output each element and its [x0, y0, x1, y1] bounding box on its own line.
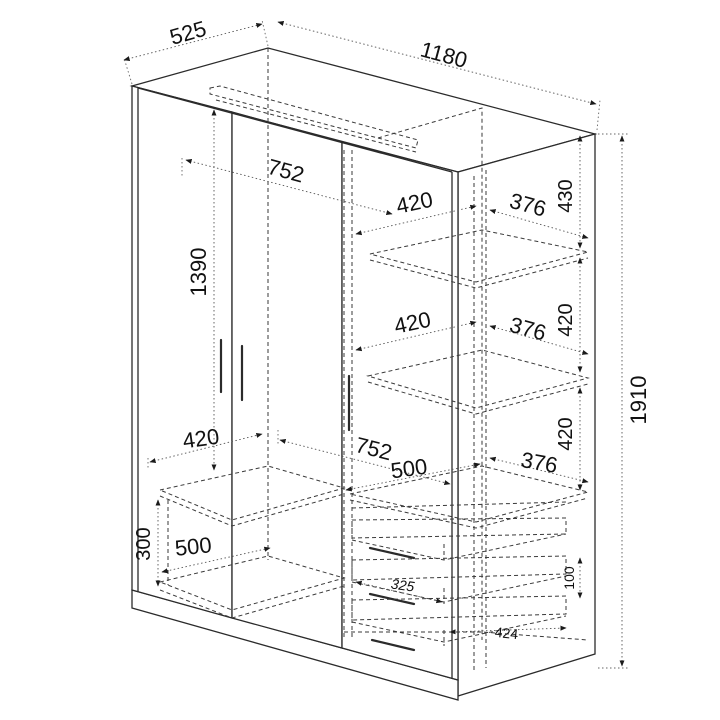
label-door-height: 1390	[186, 248, 211, 297]
label-mid-compartment-height-1: 420	[555, 303, 577, 336]
dimension-lines	[123, 19, 630, 669]
label-mid-compartment-height-2: 420	[555, 417, 577, 450]
label-bottom-clearance: 300	[133, 527, 155, 560]
interior-hidden-lines	[158, 48, 590, 672]
dimension-labels: 525 1180 1910 1390 752 420 376 430 420 3…	[133, 16, 651, 643]
label-top-compartment-height: 430	[555, 179, 577, 212]
right-door	[341, 141, 459, 681]
wardrobe-carcass	[129, 47, 598, 701]
middle-door	[231, 111, 343, 649]
label-left-shelf-width: 420	[181, 424, 221, 454]
label-drawer-width: 325	[390, 576, 416, 595]
label-left-drawer-depth: 500	[174, 532, 213, 561]
label-height: 1910	[626, 376, 651, 425]
label-width: 1180	[418, 37, 470, 73]
label-depth: 525	[167, 16, 209, 50]
label-drawer-depth: 424	[494, 624, 519, 642]
drawer-handle-3	[370, 638, 416, 652]
drawer-handle-1	[368, 546, 416, 560]
label-drawer-height: 100	[561, 566, 577, 590]
label-lower-shelf-depth: 500	[389, 454, 429, 484]
right-side-panel	[457, 133, 596, 697]
